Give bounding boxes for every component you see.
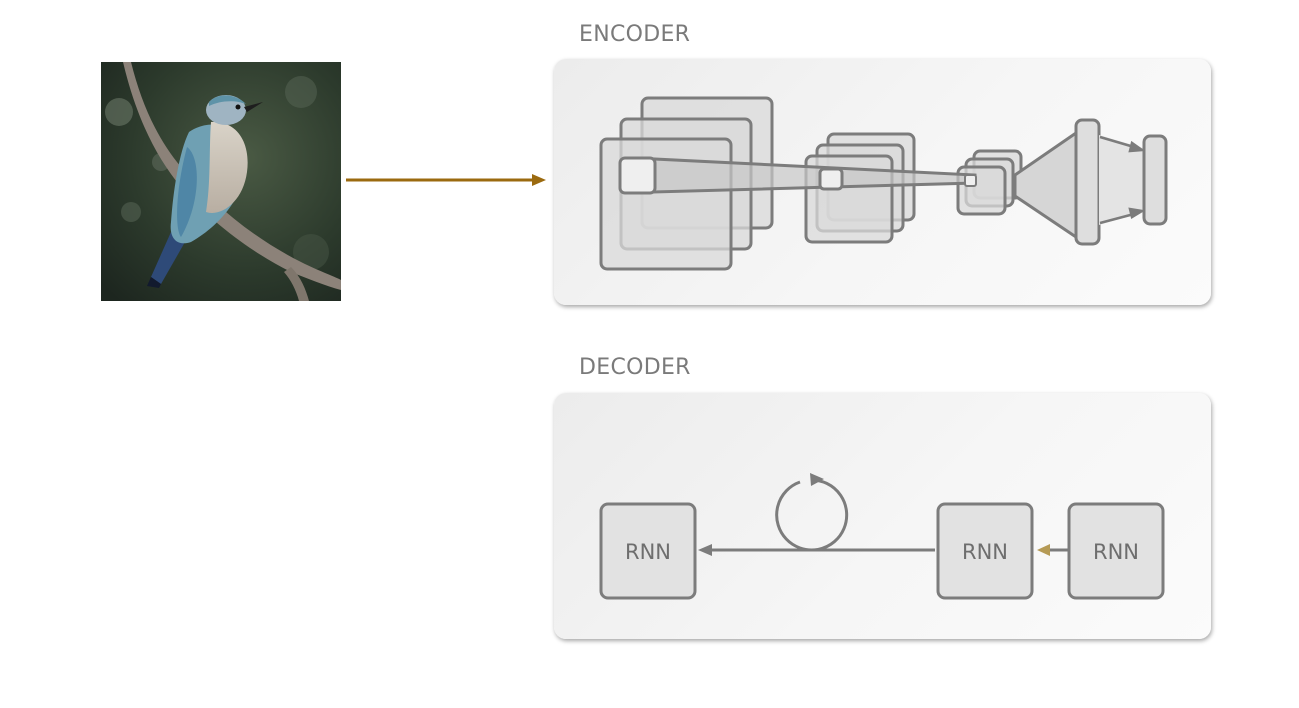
rnn-arrow-head bbox=[698, 544, 712, 556]
rnn-cell-3-label: RNN bbox=[1093, 540, 1139, 564]
rnn-cell-1-label: RNN bbox=[625, 540, 671, 564]
rnn-diagram: RNN RNN RNN bbox=[599, 473, 1165, 600]
rnn-cell-1: RNN bbox=[599, 502, 697, 600]
kernel-window-small bbox=[964, 174, 977, 187]
decoder-panel: RNN RNN RNN bbox=[554, 393, 1211, 639]
decoder-title: DECODER bbox=[579, 355, 691, 380]
encoder-title: ENCODER bbox=[579, 22, 691, 47]
kernel-window-medium bbox=[818, 167, 844, 191]
fc-layer-1 bbox=[1074, 118, 1101, 246]
rnn-cell-2-label: RNN bbox=[962, 540, 1008, 564]
fc-layer-2 bbox=[1142, 134, 1168, 226]
input-photo-bird bbox=[101, 62, 341, 301]
input-arrow bbox=[346, 174, 546, 186]
cnn-diagram bbox=[599, 96, 1168, 271]
encoder-panel bbox=[554, 59, 1211, 305]
recurrence-loop bbox=[775, 478, 849, 552]
kernel-window-large bbox=[618, 156, 657, 195]
rnn-cell-3: RNN bbox=[1067, 502, 1165, 600]
rnn-cell-2: RNN bbox=[936, 502, 1034, 600]
